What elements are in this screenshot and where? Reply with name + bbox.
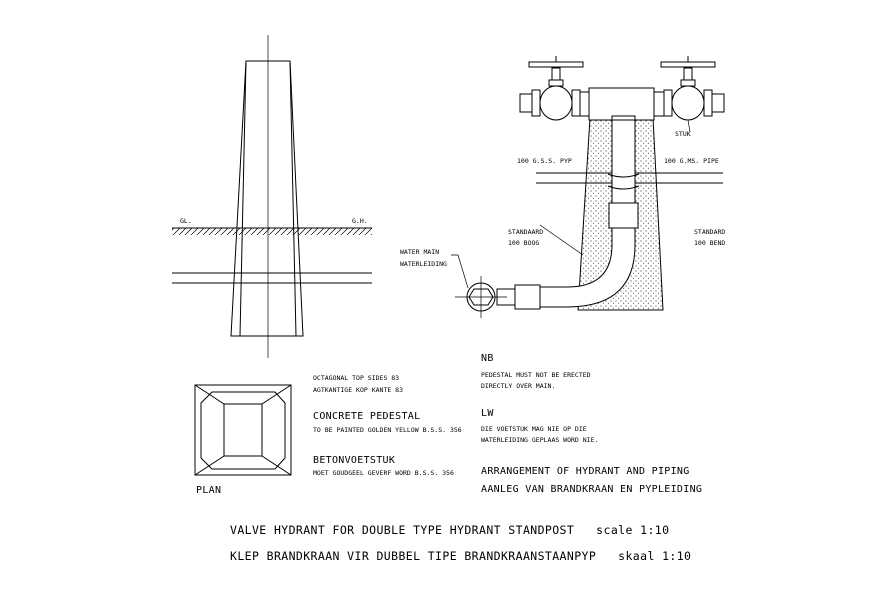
title-af: KLEP BRANDKRAAN VIR DUBBEL TIPE BRANDKRA… [230, 549, 691, 563]
note-pedestal-af: BETONVOETSTUK [313, 455, 395, 466]
left-valve-body [539, 85, 573, 121]
leader-stuk [687, 119, 691, 133]
bend-af-label-2: 100 BOOG [508, 239, 539, 247]
pedestal-inner-left [239, 60, 247, 337]
plan-corner-line [194, 384, 225, 405]
left-bonnet [548, 79, 564, 87]
header-tee [588, 87, 655, 121]
arrangement-title-af: AANLEG VAN BRANDKRAAN EN PYPLEIDING [481, 484, 702, 495]
plan-corner-line [261, 384, 292, 405]
bend-af-label-1: STANDAARD [508, 228, 543, 236]
stuk-label: STUK [675, 130, 691, 138]
left-outlet-flange [531, 89, 541, 117]
left-stem [551, 67, 561, 81]
bend-100 [539, 227, 636, 308]
title-en: VALVE HYDRANT FOR DOUBLE TYPE HYDRANT ST… [230, 523, 669, 537]
pipe-break [607, 173, 640, 190]
lw-line-1: DIE VOETSTUK MAG NIE OP DIE [481, 425, 587, 433]
plan-label: PLAN [196, 485, 221, 496]
main-coupling [514, 284, 541, 310]
ground-hatch [172, 228, 372, 235]
note-octagonal-en: OCTAGONAL TOP SIDES 83 [313, 374, 399, 382]
pedestal-outer [230, 60, 304, 337]
right-bonnet [680, 79, 696, 87]
leader-bend [539, 224, 584, 256]
nb-line-1: PEDESTAL MUST NOT BE ERECTED [481, 371, 591, 379]
bend-en-label-2: 100 BEND [694, 239, 725, 247]
right-valve-flange [663, 89, 673, 117]
plan-corner-line [261, 455, 292, 476]
pedestal-elevation: GL. G.H. [172, 35, 372, 358]
plan-inner-square [223, 403, 263, 457]
warning-notes: NB PEDESTAL MUST NOT BE ERECTED DIRECTLY… [481, 353, 702, 495]
right-outlet-cap [711, 93, 725, 113]
right-outlet-flange [703, 89, 713, 117]
left-valve-flange [571, 89, 581, 117]
pedestal-inner-right [289, 60, 297, 337]
plan-view: PLAN [194, 384, 292, 496]
pedestal-notes: OCTAGONAL TOP SIDES 83 AGTKANTIGE KOP KA… [313, 374, 462, 477]
note-pedestal-en: CONCRETE PEDESTAL [313, 411, 420, 422]
lw-heading: LW [481, 408, 494, 419]
tee-branch [611, 115, 636, 121]
left-handwheel [528, 61, 584, 68]
plan-octagon [200, 391, 286, 470]
arrangement-title-en: ARRANGEMENT OF HYDRANT AND PIPING [481, 466, 690, 477]
water-main-label-en: WATER MAIN [400, 248, 439, 256]
drawing-titles: VALVE HYDRANT FOR DOUBLE TYPE HYDRANT ST… [230, 523, 691, 563]
hydrant-section: STUK 100 G.S.S. PYP 100 G.MS. PIPE STAND… [400, 56, 725, 318]
pipe-af-label: 100 G.S.S. PYP [517, 157, 572, 165]
right-handwheel [660, 61, 716, 68]
note-octagonal-af: AGTKANTIGE KOP KANTE 83 [313, 386, 403, 394]
leader-water-main [451, 254, 469, 289]
plan-corner-line [194, 455, 225, 476]
note-painted-af: MOET GOUDGEEL GEVERF WORD B.S.S. 356 [313, 469, 454, 477]
standpipe-coupling [608, 202, 639, 229]
nb-line-2: DIRECTLY OVER MAIN. [481, 382, 555, 390]
water-main-label-af: WATERLEIDING [400, 260, 447, 268]
pipe-en-label: 100 G.MS. PIPE [664, 157, 719, 165]
gl-right-label: G.H. [352, 217, 368, 225]
lw-line-2: WATERLEIDING GEPLAAS WORD NIE. [481, 436, 598, 444]
gl-left-label: GL. [180, 217, 192, 225]
right-stem [683, 67, 693, 81]
plan-outer-square [194, 384, 292, 476]
note-painted-en: TO BE PAINTED GOLDEN YELLOW B.S.S. 356 [313, 426, 462, 434]
left-outlet-cap [519, 93, 533, 113]
right-valve-body [671, 85, 705, 121]
bend-en-label-1: STANDARD [694, 228, 725, 236]
nb-heading: NB [481, 353, 494, 364]
